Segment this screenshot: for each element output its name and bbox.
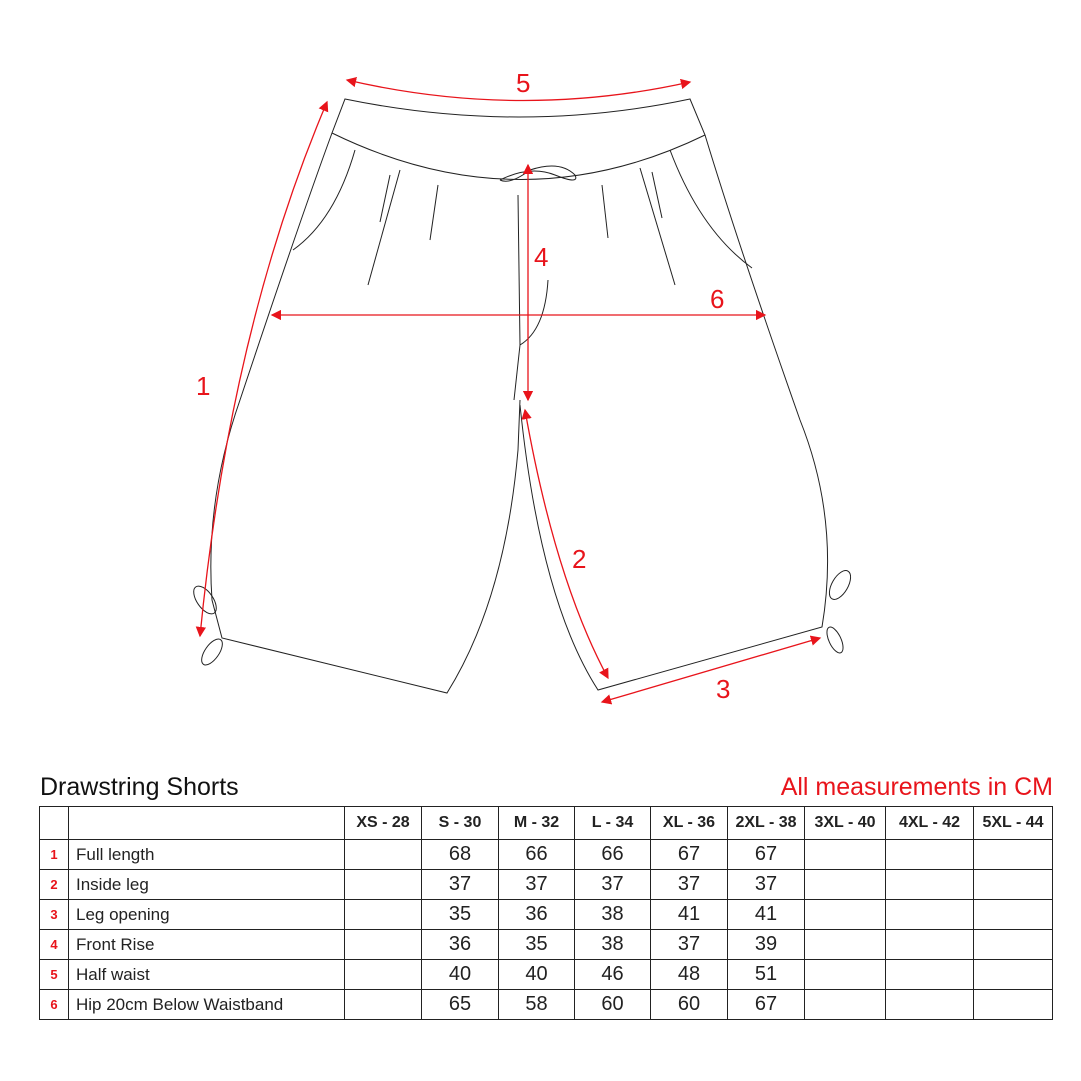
- measurement-cell: 37: [650, 929, 728, 960]
- measurement-cell: 40: [498, 959, 575, 990]
- units-note: All measurements in CM: [780, 773, 1053, 801]
- row-label: Leg opening: [68, 899, 345, 930]
- label-6: 6: [710, 284, 724, 314]
- size-header: XS - 28: [344, 806, 422, 840]
- measurement-cell: [973, 959, 1053, 990]
- measurement-cell: 48: [650, 959, 728, 990]
- measurement-cell: [973, 869, 1053, 900]
- measurement-cell: [885, 839, 974, 870]
- measurement-cell: 41: [650, 899, 728, 930]
- measurement-cell: [973, 839, 1053, 870]
- measurement-cell: 65: [421, 989, 499, 1020]
- measurement-cell: [344, 989, 422, 1020]
- measurement-cell: 37: [421, 869, 499, 900]
- row-number: 3: [39, 899, 69, 930]
- row-number: 5: [39, 959, 69, 990]
- size-header: S - 30: [421, 806, 499, 840]
- measurement-cell: 38: [574, 929, 651, 960]
- label-1: 1: [196, 371, 210, 401]
- measurement-cell: [344, 959, 422, 990]
- measurement-cell: [344, 929, 422, 960]
- measurement-cell: 37: [650, 869, 728, 900]
- size-header: 2XL - 38: [727, 806, 805, 840]
- label-3: 3: [716, 674, 730, 704]
- size-header: 4XL - 42: [885, 806, 974, 840]
- row-number: 4: [39, 929, 69, 960]
- measurement-cell: 67: [650, 839, 728, 870]
- size-header: XL - 36: [650, 806, 728, 840]
- label-2: 2: [572, 544, 586, 574]
- measurement-cell: 38: [574, 899, 651, 930]
- measurement-cell: 40: [421, 959, 499, 990]
- shorts-diagram: 1 2 3 4 5 6: [193, 68, 852, 705]
- row-label: Full length: [68, 839, 345, 870]
- measurement-cell: [344, 839, 422, 870]
- size-header: 5XL - 44: [973, 806, 1053, 840]
- row-number: 2: [39, 869, 69, 900]
- measurement-cell: 66: [498, 839, 575, 870]
- shorts-outline: [193, 98, 852, 694]
- measurement-cell: 37: [727, 869, 805, 900]
- measurement-cell: [885, 929, 974, 960]
- measurement-arrows: [195, 76, 822, 705]
- row-label: Half waist: [68, 959, 345, 990]
- measurement-cell: [973, 929, 1053, 960]
- measurement-cell: 60: [574, 989, 651, 1020]
- row-number: 6: [39, 989, 69, 1020]
- label-4: 4: [534, 242, 548, 272]
- measurement-cell: 35: [498, 929, 575, 960]
- measurement-cell: 68: [421, 839, 499, 870]
- measurement-cell: [804, 929, 886, 960]
- measurement-cell: 41: [727, 899, 805, 930]
- measurement-cell: [885, 869, 974, 900]
- measurement-cell: 35: [421, 899, 499, 930]
- measurement-cell: [804, 899, 886, 930]
- measurement-cell: [973, 899, 1053, 930]
- measurement-cell: [804, 869, 886, 900]
- measurement-cell: [885, 989, 974, 1020]
- measurement-cell: [885, 959, 974, 990]
- measurement-cell: [804, 989, 886, 1020]
- measurement-cell: [344, 869, 422, 900]
- label-5: 5: [516, 68, 530, 98]
- row-label: Front Rise: [68, 929, 345, 960]
- size-header: L - 34: [574, 806, 651, 840]
- size-header: 3XL - 40: [804, 806, 886, 840]
- row-label: Inside leg: [68, 869, 345, 900]
- chart-title: Drawstring Shorts: [40, 773, 239, 801]
- measurement-cell: 58: [498, 989, 575, 1020]
- measurement-cell: 66: [574, 839, 651, 870]
- size-header: M - 32: [498, 806, 575, 840]
- measurement-cell: 60: [650, 989, 728, 1020]
- row-number: 1: [39, 839, 69, 870]
- measurement-cell: 37: [498, 869, 575, 900]
- measurement-cell: 39: [727, 929, 805, 960]
- measurement-cell: 36: [421, 929, 499, 960]
- measurement-cell: 51: [727, 959, 805, 990]
- measurement-cell: 37: [574, 869, 651, 900]
- measurement-cell: [344, 899, 422, 930]
- measurement-cell: 67: [727, 989, 805, 1020]
- measurement-cell: [804, 839, 886, 870]
- measurement-cell: [804, 959, 886, 990]
- measurement-cell: 46: [574, 959, 651, 990]
- row-label: Hip 20cm Below Waistband: [68, 989, 345, 1020]
- measurement-cell: [973, 989, 1053, 1020]
- measurement-cell: 67: [727, 839, 805, 870]
- measurement-cell: [885, 899, 974, 930]
- measurement-cell: 36: [498, 899, 575, 930]
